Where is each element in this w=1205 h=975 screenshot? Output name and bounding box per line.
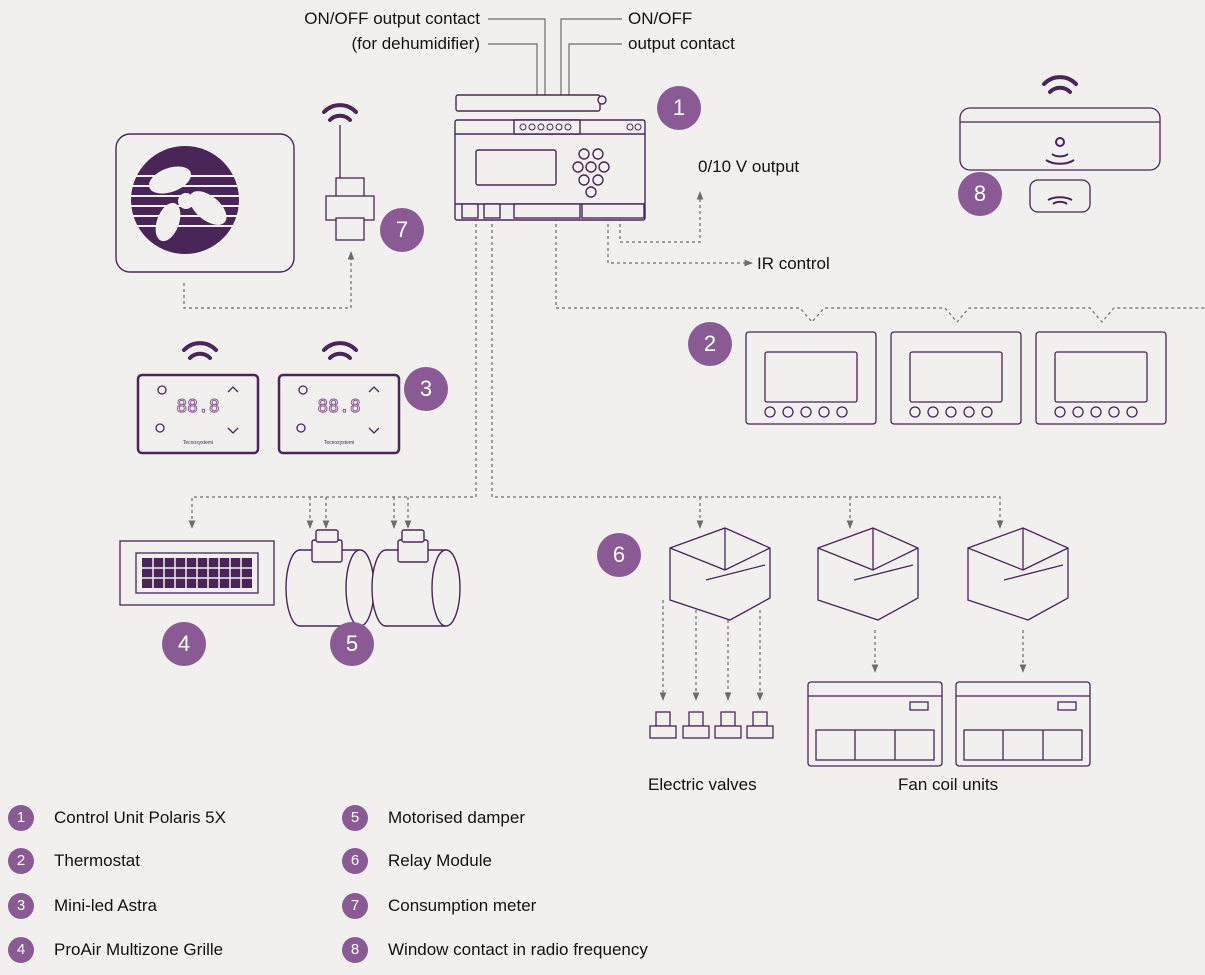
legend-label: Mini-led Astra bbox=[54, 896, 157, 915]
chevron-up-icon bbox=[227, 386, 239, 393]
chevron-down-icon bbox=[368, 427, 380, 434]
legend-label: Motorised damper bbox=[388, 808, 526, 827]
relay-module bbox=[817, 527, 919, 621]
mini-led-panel bbox=[277, 373, 401, 455]
fan-coil-unit bbox=[807, 681, 943, 767]
legend-number: 3 bbox=[8, 893, 34, 919]
legend-item: 5 Motorised damper bbox=[342, 805, 525, 831]
valve bbox=[649, 711, 677, 739]
link-0-10v-output bbox=[619, 191, 704, 243]
line-onoff-contact-a bbox=[560, 18, 622, 95]
wifi-icon bbox=[182, 341, 218, 360]
legend-number: 5 bbox=[342, 805, 368, 831]
legend-item: 1 Control Unit Polaris 5X bbox=[8, 805, 226, 831]
electric-valves bbox=[649, 711, 774, 739]
badge-consumption-meter: 7 bbox=[380, 208, 424, 252]
label-onoff-2: output contact bbox=[628, 34, 735, 53]
power-icon bbox=[298, 385, 308, 395]
valve bbox=[746, 711, 774, 739]
relay-module bbox=[669, 527, 771, 621]
mini-led-astra-panels: 88.8 88.8 Tecnosystemi Tecnosystemi bbox=[136, 341, 401, 455]
legend-item: 6 Relay Module bbox=[342, 848, 492, 874]
badge-control-unit: 1 bbox=[657, 86, 701, 130]
badge-mini-led: 3 bbox=[404, 367, 448, 411]
label-onoff-1: ON/OFF bbox=[628, 9, 693, 28]
badge-damper: 5 bbox=[330, 622, 374, 666]
legend-item: 8 Window contact in radio frequency bbox=[342, 937, 648, 963]
line-dehumidifier-contact-b bbox=[488, 43, 538, 95]
badge-thermostat: 2 bbox=[688, 322, 732, 366]
consumption-meter bbox=[325, 125, 375, 241]
valve bbox=[682, 711, 710, 739]
legend-item: 7 Consumption meter bbox=[342, 893, 536, 919]
legend-number: 1 bbox=[8, 805, 34, 831]
label-0-10v-output: 0/10 V output bbox=[698, 157, 800, 176]
legend-number: 6 bbox=[342, 848, 368, 874]
control-unit-keypad bbox=[572, 148, 610, 198]
badge-window-contact: 8 bbox=[958, 172, 1002, 216]
wifi-icon bbox=[322, 341, 358, 360]
dashed-links bbox=[183, 191, 1205, 701]
link-relay-modules bbox=[491, 218, 1004, 529]
chevron-down-icon bbox=[227, 427, 239, 434]
wifi-icon bbox=[1042, 75, 1078, 94]
label-onoff-dehumidifier-2: (for dehumidifier) bbox=[351, 34, 481, 53]
motorised-dampers bbox=[285, 529, 461, 627]
line-dehumidifier-contact-a bbox=[488, 18, 546, 95]
damper-unit bbox=[371, 529, 461, 627]
legend-item: 3 Mini-led Astra bbox=[8, 893, 157, 919]
thermostat-unit bbox=[1035, 331, 1167, 425]
link-thermostats bbox=[555, 218, 1205, 323]
control-unit-polaris bbox=[454, 94, 646, 221]
link-grille-dampers bbox=[188, 218, 477, 529]
label-onoff-dehumidifier-1: ON/OFF output contact bbox=[304, 9, 480, 28]
power-icon bbox=[157, 385, 167, 395]
legend-label: Consumption meter bbox=[388, 896, 537, 915]
outdoor-fan-unit bbox=[115, 133, 295, 273]
connection-lines bbox=[488, 18, 622, 95]
label-electric-valves: Electric valves bbox=[648, 775, 757, 794]
label-ir-control: IR control bbox=[757, 254, 830, 273]
link-consumption-meter bbox=[183, 251, 355, 309]
mini-led-display-2: 88.8 bbox=[317, 396, 360, 417]
damper-unit bbox=[285, 529, 375, 627]
badge-grille: 4 bbox=[162, 622, 206, 666]
label-fan-coil-units: Fan coil units bbox=[898, 775, 999, 794]
legend-label: Relay Module bbox=[388, 851, 492, 870]
legend-item: 4 ProAir Multizone Grille bbox=[8, 937, 223, 963]
legend-number: 7 bbox=[342, 893, 368, 919]
legend-number: 8 bbox=[342, 937, 368, 963]
mini-led-brand-2: Tecnosystemi bbox=[324, 440, 354, 446]
legend-item: 2 Thermostat bbox=[8, 848, 140, 874]
legend-label: Thermostat bbox=[54, 851, 140, 870]
legend-label: Window contact in radio frequency bbox=[388, 940, 648, 959]
legend-label: ProAir Multizone Grille bbox=[54, 940, 224, 959]
relay-module bbox=[967, 527, 1069, 621]
mini-led-panel bbox=[136, 373, 260, 455]
mini-led-display-1: 88.8 bbox=[176, 396, 219, 417]
line-onoff-contact-b bbox=[568, 43, 622, 95]
valve bbox=[714, 711, 742, 739]
thermostat-unit bbox=[890, 331, 1022, 425]
proair-grille bbox=[119, 540, 275, 606]
badge-relay: 6 bbox=[597, 533, 641, 577]
fan-coil-unit bbox=[955, 681, 1091, 767]
relay-modules bbox=[669, 527, 1069, 621]
thermostat-unit bbox=[745, 331, 877, 425]
chevron-up-icon bbox=[368, 386, 380, 393]
signal-icon bbox=[1045, 137, 1075, 205]
wifi-icon bbox=[322, 103, 358, 122]
link-ir-control bbox=[607, 218, 753, 267]
legend-label: Control Unit Polaris 5X bbox=[54, 808, 226, 827]
thermostats bbox=[745, 331, 1167, 425]
fan-coil-units bbox=[807, 681, 1091, 767]
legend-number: 2 bbox=[8, 848, 34, 874]
mini-led-brand-1: Tecnosystemi bbox=[183, 440, 213, 446]
legend-number: 4 bbox=[8, 937, 34, 963]
